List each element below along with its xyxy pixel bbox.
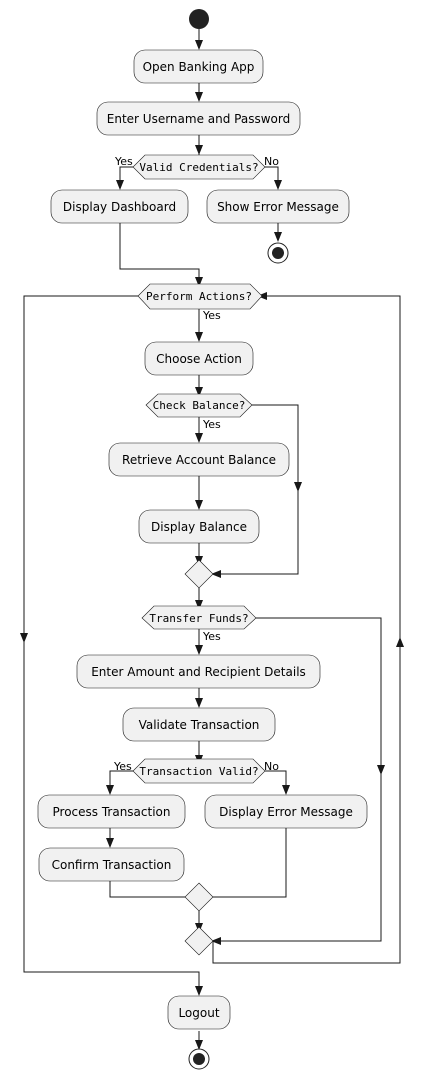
svg-text:Enter Username and Password: Enter Username and Password: [107, 112, 290, 126]
svg-text:Transfer Funds?: Transfer Funds?: [149, 612, 248, 625]
label-yes-credentials: Yes: [114, 155, 133, 168]
node-enter-amount: Enter Amount and Recipient Details: [76, 654, 321, 689]
label-yes-actions: Yes: [202, 309, 221, 322]
decision-check-balance: Check Balance?: [145, 393, 253, 418]
svg-text:Transaction Valid?: Transaction Valid?: [139, 765, 258, 778]
svg-text:Display Error Message: Display Error Message: [219, 805, 353, 819]
svg-text:Logout: Logout: [178, 1006, 219, 1020]
decision-transfer-funds: Transfer Funds?: [141, 605, 257, 630]
svg-text:Display Balance: Display Balance: [151, 520, 247, 534]
node-choose-action: Choose Action: [144, 341, 254, 376]
node-show-error: Show Error Message: [206, 189, 350, 224]
node-enter-credentials: Enter Username and Password: [96, 101, 301, 136]
svg-text:Retrieve Account Balance: Retrieve Account Balance: [122, 453, 276, 467]
svg-text:Show Error Message: Show Error Message: [217, 200, 339, 214]
node-process-transaction: Process Transaction: [37, 794, 186, 829]
node-display-balance: Display Balance: [138, 509, 260, 544]
end-node-error: [267, 242, 289, 264]
label-yes-balance: Yes: [202, 418, 221, 431]
svg-text:Check Balance?: Check Balance?: [153, 399, 246, 412]
node-display-dashboard: Display Dashboard: [50, 189, 189, 224]
node-logout: Logout: [167, 995, 231, 1030]
svg-text:Display Dashboard: Display Dashboard: [63, 200, 176, 214]
node-retrieve-balance: Retrieve Account Balance: [108, 442, 290, 477]
decision-transaction-valid: Transaction Valid?: [132, 758, 266, 784]
svg-text:Open Banking App: Open Banking App: [143, 60, 255, 74]
svg-text:Choose Action: Choose Action: [156, 352, 242, 366]
decision-perform-actions: Perform Actions?: [137, 283, 263, 310]
label-no-transaction: No: [264, 760, 279, 773]
merge-diamond-balance: [184, 559, 214, 589]
decision-valid-credentials: Valid Credentials?: [132, 154, 266, 180]
svg-text:Process Transaction: Process Transaction: [53, 805, 171, 819]
node-display-error: Display Error Message: [204, 794, 368, 829]
svg-text:Validate Transaction: Validate Transaction: [139, 718, 260, 732]
merge-diamond-transaction: [184, 882, 214, 912]
node-confirm-transaction: Confirm Transaction: [38, 847, 185, 882]
node-open-app: Open Banking App: [133, 49, 264, 84]
start-node: [189, 9, 209, 29]
node-validate-transaction: Validate Transaction: [122, 707, 276, 742]
label-yes-transfer: Yes: [202, 630, 221, 643]
label-yes-transaction: Yes: [113, 760, 132, 773]
svg-text:Confirm Transaction: Confirm Transaction: [52, 858, 172, 872]
svg-text:Valid Credentials?: Valid Credentials?: [139, 161, 258, 174]
merge-diamond-transfer: [184, 926, 214, 956]
end-node-logout: [188, 1048, 210, 1070]
svg-text:Perform Actions?: Perform Actions?: [146, 290, 252, 303]
arrowheads: [20, 40, 404, 1050]
label-no-credentials: No: [264, 155, 279, 168]
svg-text:Enter Amount and Recipient Det: Enter Amount and Recipient Details: [91, 665, 306, 679]
